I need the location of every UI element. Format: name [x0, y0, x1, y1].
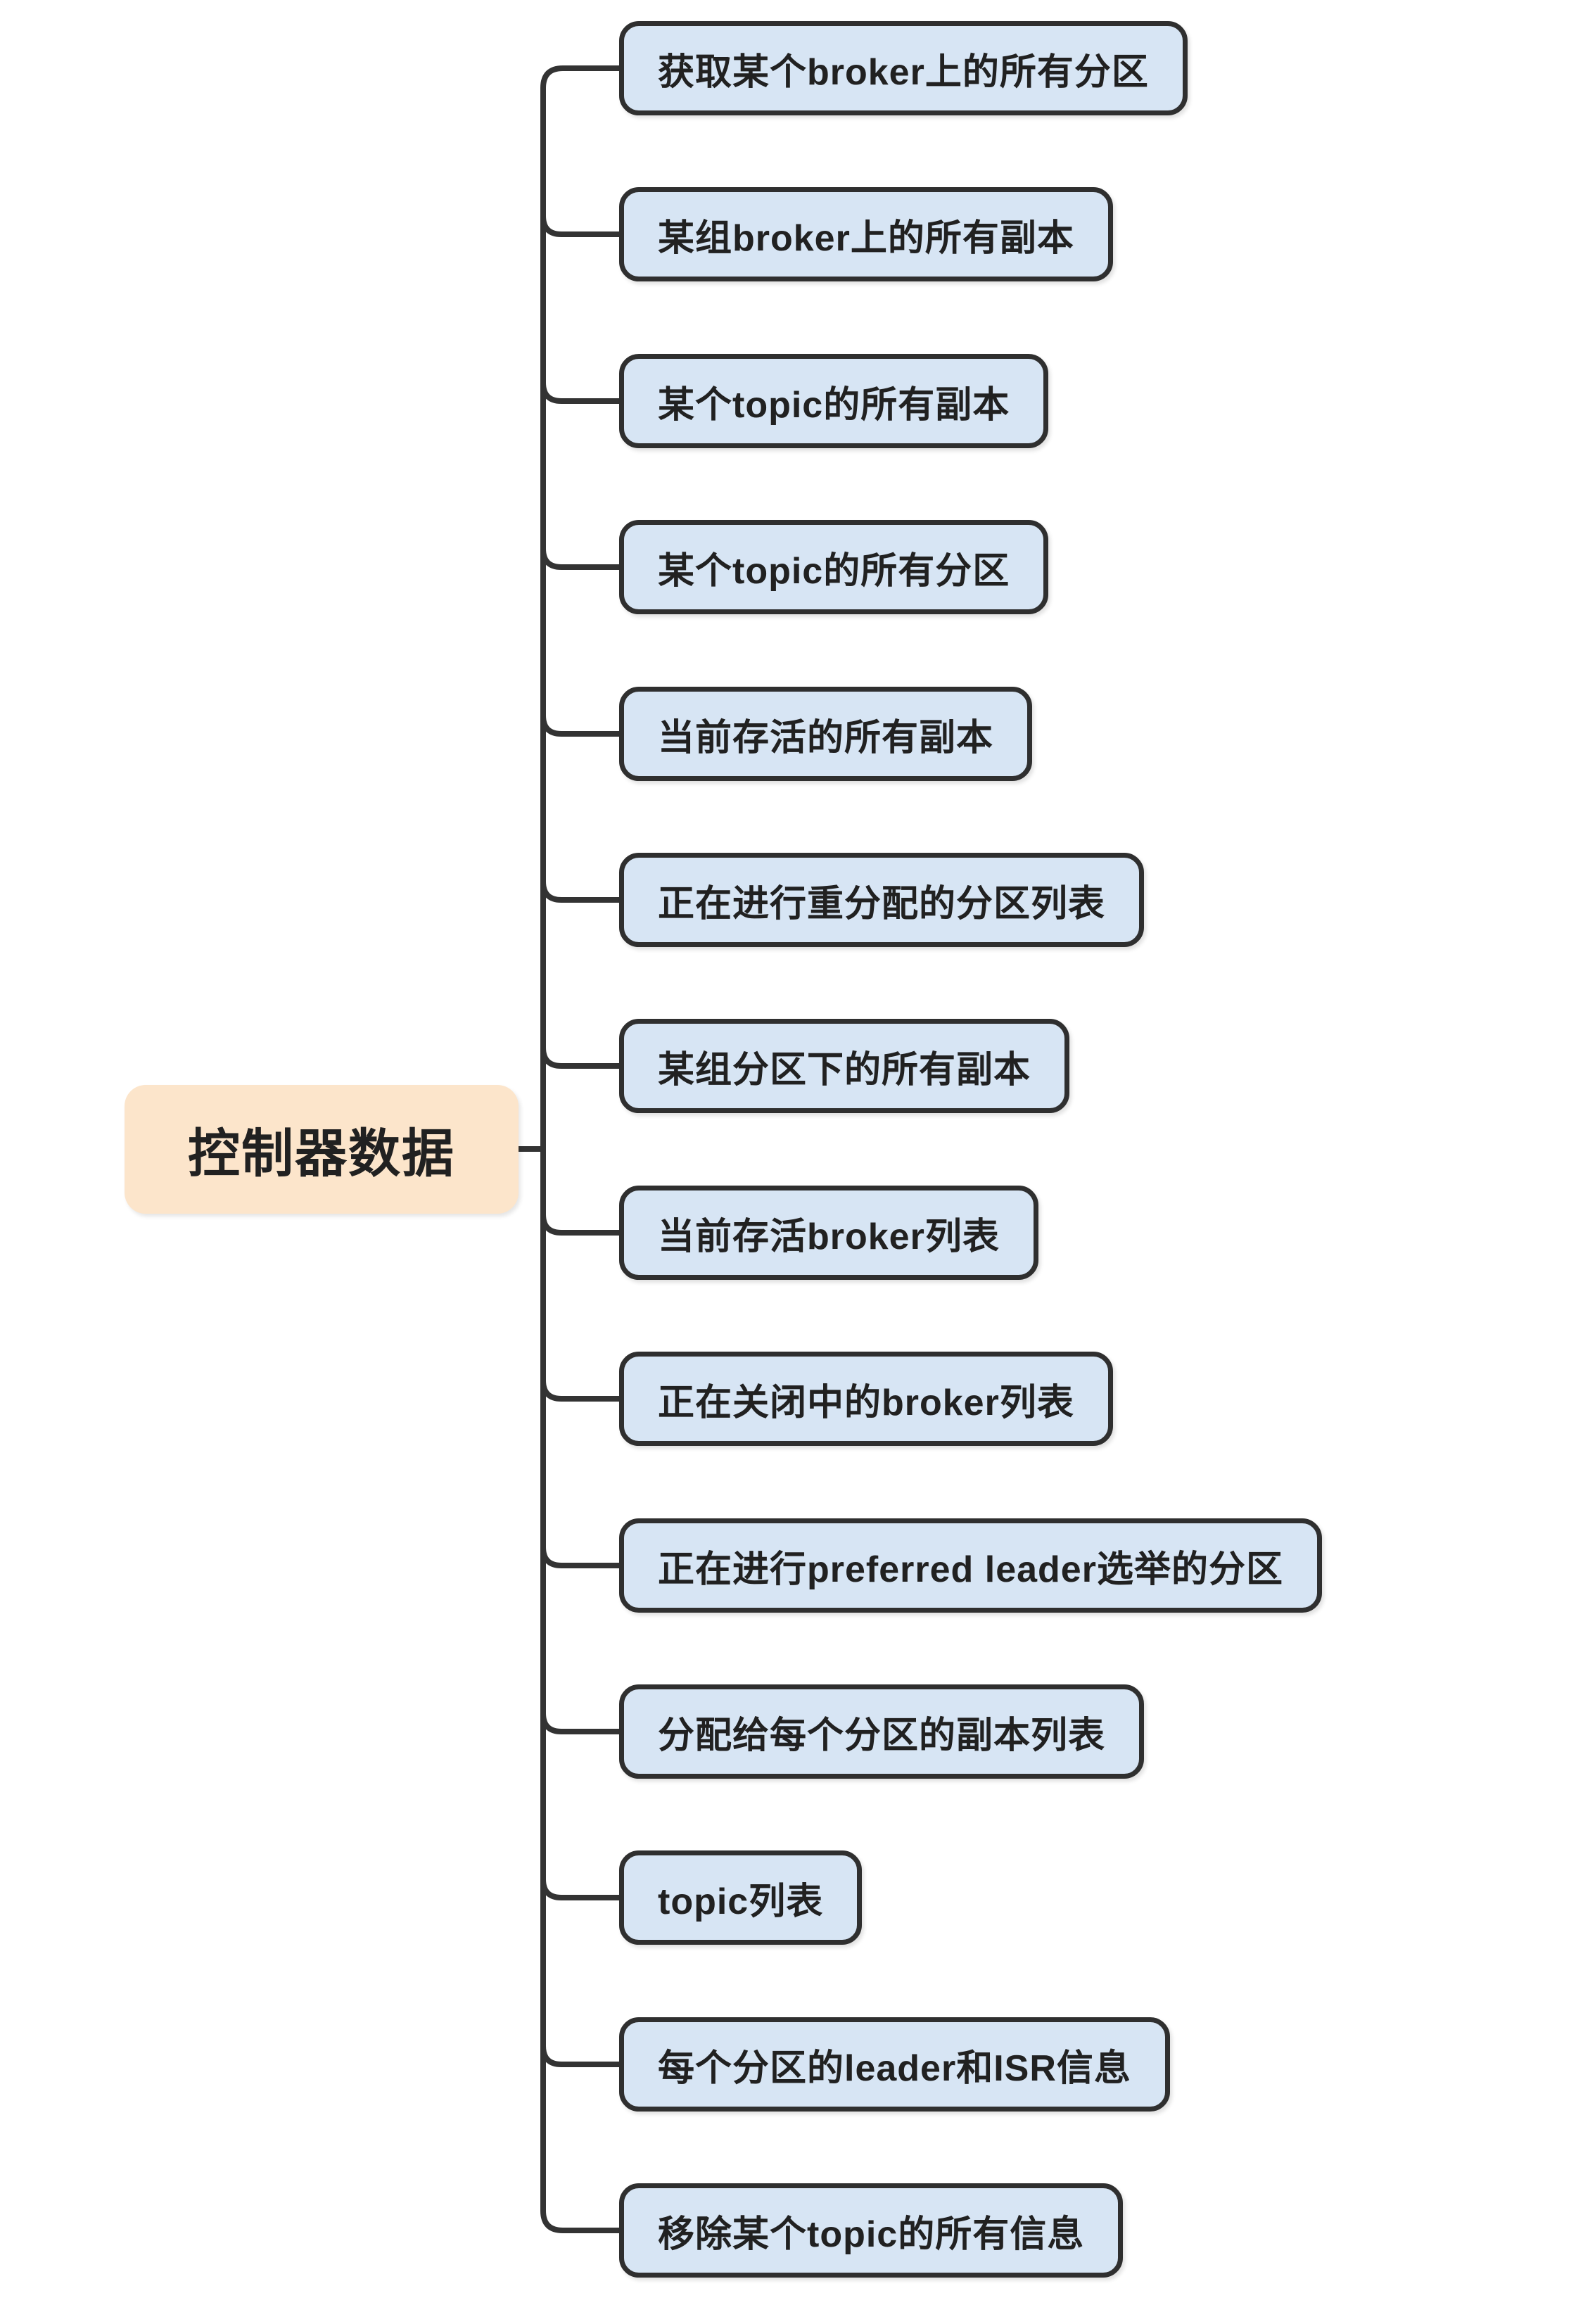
mindmap-child-node-13[interactable]: 每个分区的leader和ISR信息: [619, 2017, 1170, 2112]
child-node-label: 获取某个broker上的所有分区: [658, 51, 1149, 93]
mindmap-child-node-12[interactable]: topic列表: [619, 1850, 863, 1945]
child-node-label: 某个topic的所有副本: [658, 384, 1010, 426]
mindmap-child-node-5[interactable]: 当前存活的所有副本: [619, 687, 1033, 781]
mindmap-child-node-9[interactable]: 正在关闭中的broker列表: [619, 1352, 1113, 1446]
child-node-label: 某组broker上的所有副本: [658, 217, 1074, 259]
child-node-label: 每个分区的leader和ISR信息: [658, 2047, 1131, 2089]
mindmap-child-node-6[interactable]: 正在进行重分配的分区列表: [619, 853, 1145, 947]
mindmap-child-node-11[interactable]: 分配给每个分区的副本列表: [619, 1684, 1145, 1779]
mindmap-child-node-14[interactable]: 移除某个topic的所有信息: [619, 2183, 1124, 2278]
mindmap-child-node-4[interactable]: 某个topic的所有分区: [619, 520, 1049, 614]
root-node-label: 控制器数据: [188, 1124, 455, 1183]
mindmap-child-node-10[interactable]: 正在进行preferred leader选举的分区: [619, 1518, 1322, 1613]
mindmap-child-node-7[interactable]: 某组分区下的所有副本: [619, 1019, 1070, 1113]
child-node-label: 正在进行重分配的分区列表: [658, 883, 1106, 925]
mindmap-child-node-3[interactable]: 某个topic的所有副本: [619, 354, 1049, 448]
child-node-label: 当前存活的所有副本: [658, 717, 994, 758]
child-node-label: 某个topic的所有分区: [658, 550, 1010, 592]
mindmap-child-node-1[interactable]: 获取某个broker上的所有分区: [619, 21, 1188, 115]
child-node-label: topic列表: [658, 1881, 824, 1922]
root-node[interactable]: 控制器数据: [125, 1085, 519, 1214]
child-node-label: 移除某个topic的所有信息: [658, 2214, 1085, 2255]
child-node-label: 当前存活broker列表: [658, 1216, 1000, 1257]
child-node-label: 正在进行preferred leader选举的分区: [658, 1549, 1283, 1590]
child-node-label: 分配给每个分区的副本列表: [658, 1715, 1106, 1756]
child-node-label: 正在关闭中的broker列表: [658, 1382, 1074, 1423]
child-node-label: 某组分区下的所有副本: [658, 1049, 1031, 1091]
mindmap-child-node-2[interactable]: 某组broker上的所有副本: [619, 187, 1113, 281]
mindmap-child-node-8[interactable]: 当前存活broker列表: [619, 1186, 1038, 1280]
